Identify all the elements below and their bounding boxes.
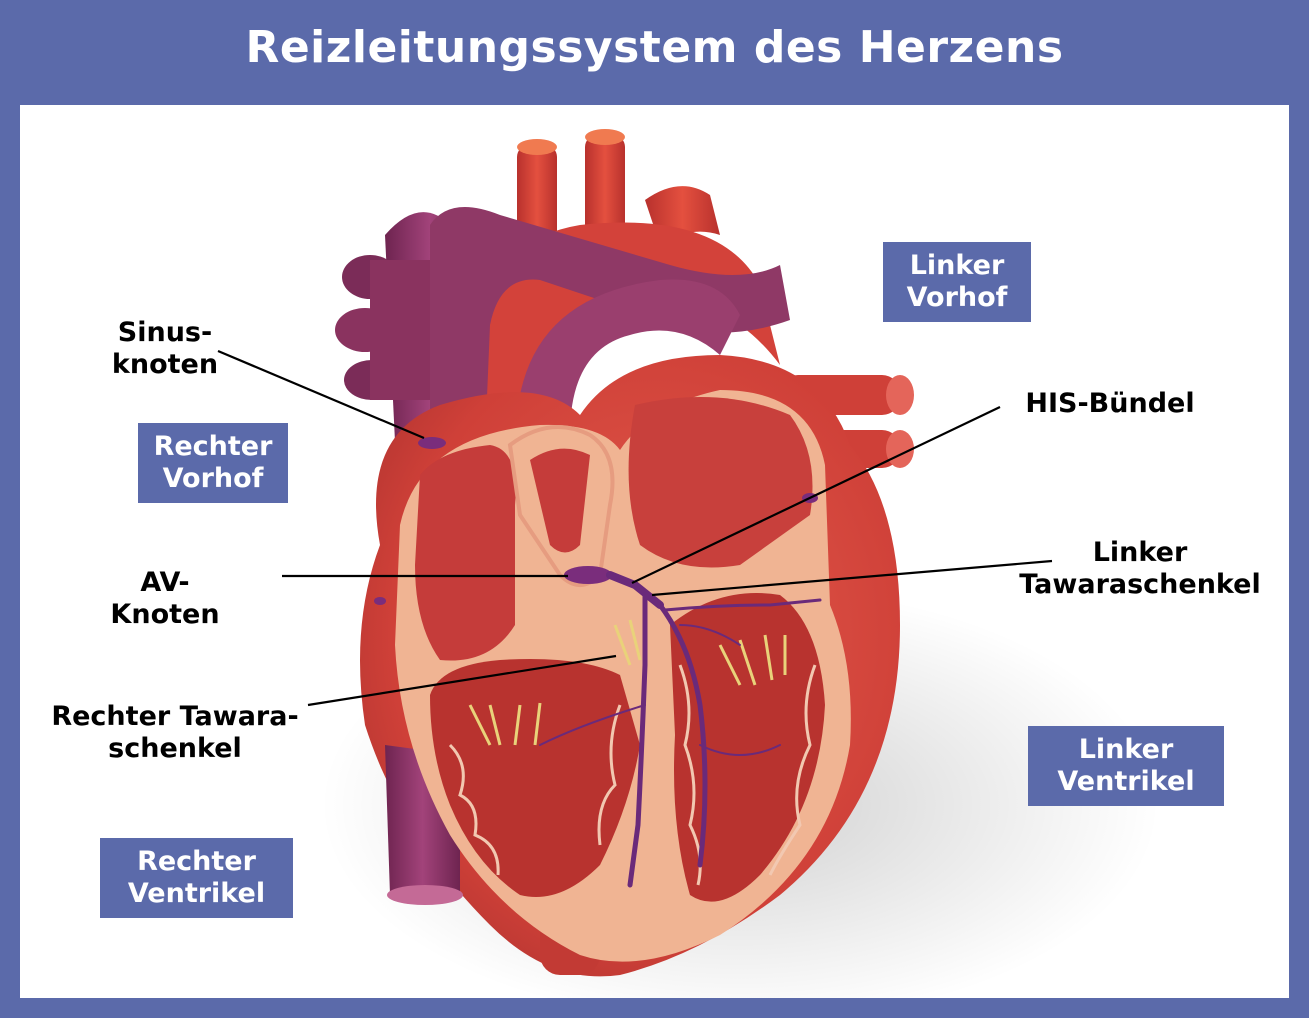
label-av-line2: Knoten: [95, 599, 235, 631]
chamber-right-ventricle-line1: Rechter: [100, 846, 293, 878]
label-sinus-node: Sinus- knoten: [90, 317, 240, 381]
label-left-bundle-line2: Tawaraschenkel: [1005, 569, 1275, 601]
coronary-mark: [374, 597, 386, 605]
label-right-bundle-line2: schenkel: [30, 733, 320, 765]
label-his-bundle: HIS-Bündel: [1005, 388, 1215, 420]
label-right-bundle-line1: Rechter Tawara-: [30, 701, 320, 733]
chamber-right-ventricle: Rechter Ventrikel: [100, 838, 293, 918]
label-av-line1: AV-: [95, 567, 235, 599]
chamber-right-atrium: Rechter Vorhof: [138, 423, 288, 503]
diagram-title: Reizleitungssystem des Herzens: [0, 22, 1309, 73]
chamber-left-atrium-line1: Linker: [883, 250, 1031, 282]
chamber-left-atrium: Linker Vorhof: [883, 242, 1031, 322]
av-node: [564, 566, 612, 584]
label-sinus-line1: Sinus-: [90, 317, 240, 349]
right-atrium-cavity: [415, 445, 516, 661]
chamber-left-atrium-line2: Vorhof: [883, 282, 1031, 314]
right-pulmonary-veins: [335, 255, 430, 400]
sinus-node: [418, 437, 446, 449]
chamber-right-ventricle-line2: Ventrikel: [100, 878, 293, 910]
chamber-right-atrium-line1: Rechter: [138, 431, 288, 463]
label-right-bundle: Rechter Tawara- schenkel: [30, 701, 320, 765]
label-left-bundle-line1: Linker: [1005, 537, 1275, 569]
label-left-bundle: Linker Tawaraschenkel: [1005, 537, 1275, 601]
label-av-node: AV- Knoten: [95, 567, 235, 631]
chamber-left-ventricle-line2: Ventrikel: [1028, 766, 1224, 798]
diagram-panel: Sinus- knoten HIS-Bündel AV- Knoten Link…: [20, 105, 1289, 998]
chamber-right-atrium-line2: Vorhof: [138, 463, 288, 495]
chamber-left-ventricle: Linker Ventrikel: [1028, 726, 1224, 806]
chamber-left-ventricle-line1: Linker: [1028, 734, 1224, 766]
label-sinus-line2: knoten: [90, 349, 240, 381]
